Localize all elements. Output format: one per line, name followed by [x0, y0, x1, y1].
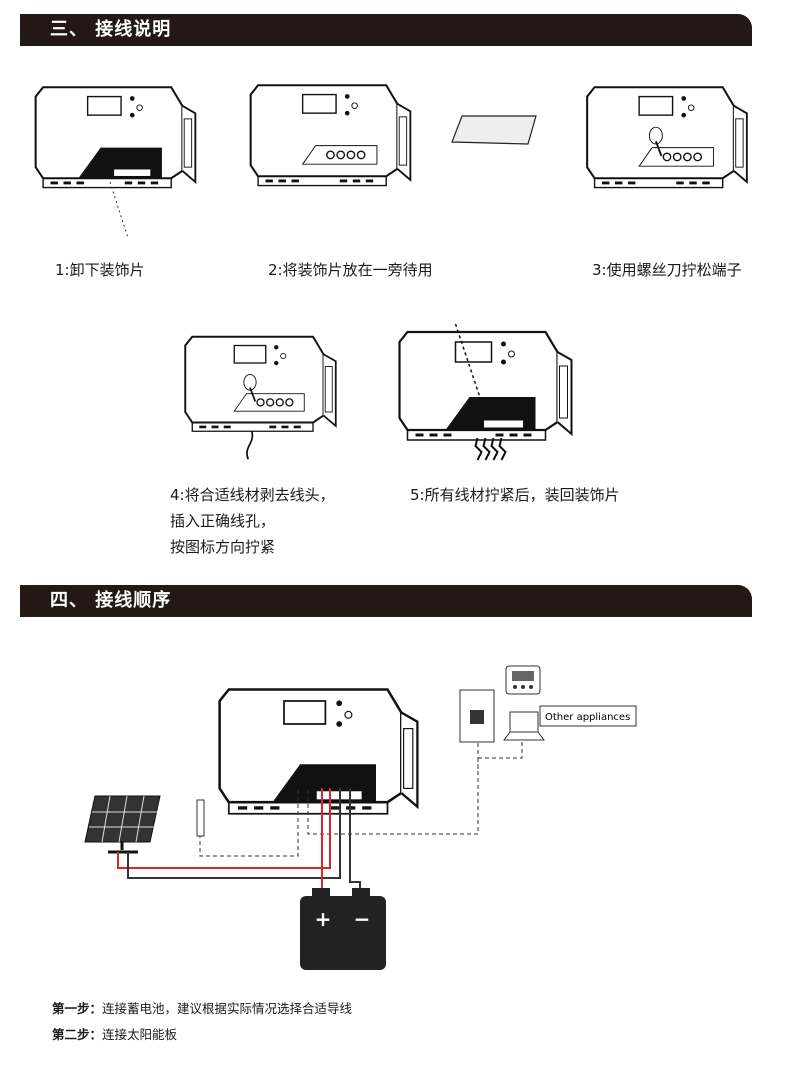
step2-caption: 2:将装饰片放在一旁待用 [268, 261, 433, 279]
step4-caption-line3: 按图标方向拧紧 [170, 538, 276, 556]
step3-caption: 3:使用螺丝刀拧松端子 [592, 261, 742, 279]
solar-wire-black [127, 788, 341, 879]
solar-wire-red [117, 788, 331, 869]
monitor-panel-icon [505, 665, 541, 695]
note-label: 第一步： [52, 1001, 103, 1016]
controller-illustration-step5 [398, 323, 573, 461]
step5-caption: 5:所有线材拧紧后，装回装饰片 [410, 486, 620, 504]
appliances-label: Other appliances [545, 712, 630, 723]
section-header-wiring-order: 四、 接线顺序 [20, 585, 752, 617]
battery-icon: + − [300, 888, 386, 970]
note-label: 第二步： [52, 1027, 103, 1042]
wiring-order-diagram: + − Other appliances [84, 665, 637, 970]
controller-illustration-step4 [184, 335, 337, 460]
comm-line [307, 740, 523, 835]
battery-minus-label: − [354, 907, 371, 931]
step4-caption-line1: 4:将合适线材剥去线头， [170, 486, 335, 504]
controller-illustration-step1 [34, 86, 197, 189]
note-text: 连接太阳能板 [102, 1027, 178, 1042]
note-step1: 第一步：连接蓄电池，建议根据实际情况选择合适导线 [52, 998, 352, 1017]
controller-illustration-step2 [249, 84, 412, 187]
pc-tower-icon [459, 689, 495, 743]
controller-illustration-step3 [586, 86, 748, 189]
step1-caption: 1:卸下装饰片 [55, 261, 145, 279]
temp-sensor [196, 799, 205, 837]
section-header-wiring-instructions: 三、 接线说明 [20, 14, 752, 46]
note-text: 连接蓄电池，建议根据实际情况选择合适导线 [102, 1001, 353, 1016]
step4-caption-line2: 插入正确线孔， [170, 512, 276, 530]
dotted-arrow [109, 181, 129, 239]
battery-plus-label: + [315, 907, 332, 931]
note-step2: 第二步：连接太阳能板 [52, 1024, 177, 1043]
solar-panel-icon [84, 795, 161, 854]
section-title: 四、 接线顺序 [50, 590, 172, 611]
decor-plate-illustration [451, 115, 537, 145]
section-title: 三、 接线说明 [50, 19, 172, 40]
laptop-icon [503, 711, 545, 741]
appliances-label-box [539, 705, 637, 727]
battery-wire-black [349, 788, 361, 890]
